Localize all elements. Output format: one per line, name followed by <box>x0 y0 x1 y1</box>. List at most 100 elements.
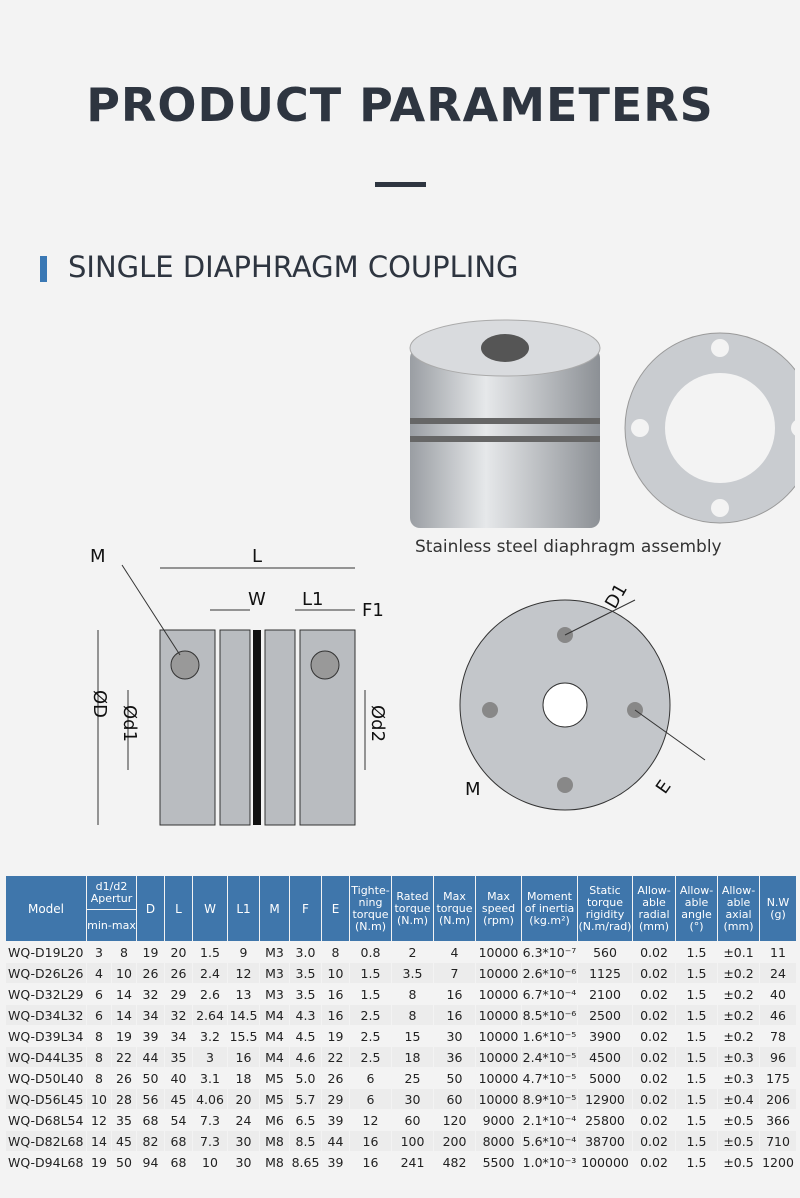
model-cell: WQ-D34L32 <box>6 1005 86 1025</box>
value-cell: 40 <box>165 1068 192 1088</box>
col-w: W <box>193 876 227 941</box>
value-cell: 1.5 <box>676 1026 717 1046</box>
model-cell: WQ-D19L20 <box>6 942 86 962</box>
value-cell: 120 <box>434 1110 475 1130</box>
label-e: E <box>652 777 676 798</box>
value-cell: 1.0*10⁻³ <box>522 1152 577 1172</box>
value-cell: 6.7*10⁻⁴ <box>522 984 577 1004</box>
value-cell: 3.5 <box>290 963 321 983</box>
value-cell: 39 <box>322 1152 349 1172</box>
value-cell: 10 <box>112 963 136 983</box>
value-cell: 482 <box>434 1152 475 1172</box>
value-cell: 24 <box>760 963 796 983</box>
model-cell: WQ-D50L40 <box>6 1068 86 1088</box>
value-cell: 14 <box>87 1131 111 1151</box>
value-cell: M5 <box>260 1068 289 1088</box>
value-cell: 4.6 <box>290 1047 321 1067</box>
value-cell: 29 <box>322 1089 349 1109</box>
side-view-diagram: M L W L1 F1 ØD Ød1 Ød2 <box>89 546 388 826</box>
value-cell: 6.5 <box>290 1110 321 1130</box>
value-cell: 1200 <box>760 1152 796 1172</box>
value-cell: ±0.4 <box>718 1089 759 1109</box>
value-cell: 5.7 <box>290 1089 321 1109</box>
model-cell: WQ-D44L35 <box>6 1047 86 1067</box>
value-cell: 46 <box>760 1005 796 1025</box>
value-cell: 0.02 <box>633 1110 675 1130</box>
value-cell: 1.5 <box>676 1110 717 1130</box>
value-cell: ±0.2 <box>718 1026 759 1046</box>
value-cell: 44 <box>137 1047 164 1067</box>
value-cell: 12900 <box>578 1089 632 1109</box>
value-cell: 45 <box>165 1089 192 1109</box>
value-cell: 24 <box>228 1110 259 1130</box>
label-w: W <box>248 589 266 610</box>
value-cell: 36 <box>434 1047 475 1067</box>
value-cell: 10000 <box>476 1047 521 1067</box>
col-minmax: min-max <box>87 910 136 941</box>
value-cell: 1.5 <box>193 942 227 962</box>
value-cell: 68 <box>165 1131 192 1151</box>
value-cell: 16 <box>434 984 475 1004</box>
value-cell: 100 <box>392 1131 433 1151</box>
value-cell: 7.3 <box>193 1110 227 1130</box>
value-cell: 2 <box>392 942 433 962</box>
value-cell: 0.8 <box>350 942 391 962</box>
value-cell: 6 <box>87 984 111 1004</box>
value-cell: 8.5 <box>290 1131 321 1151</box>
value-cell: ±0.5 <box>718 1110 759 1130</box>
value-cell: 4.06 <box>193 1089 227 1109</box>
value-cell: 82 <box>137 1131 164 1151</box>
value-cell: 26 <box>137 963 164 983</box>
photo-caption: Stainless steel diaphragm assembly <box>415 537 722 557</box>
value-cell: 35 <box>112 1110 136 1130</box>
value-cell: 1.5 <box>676 963 717 983</box>
value-cell: 3 <box>193 1047 227 1067</box>
value-cell: 2100 <box>578 984 632 1004</box>
col-l1: L1 <box>228 876 259 941</box>
value-cell: 4 <box>87 963 111 983</box>
value-cell: M8 <box>260 1152 289 1172</box>
value-cell: 22 <box>112 1047 136 1067</box>
value-cell: 1.5 <box>676 1152 717 1172</box>
value-cell: ±0.1 <box>718 942 759 962</box>
col-angle: Allow-able angle (°) <box>676 876 717 941</box>
value-cell: 3.1 <box>193 1068 227 1088</box>
value-cell: 3.2 <box>193 1026 227 1046</box>
value-cell: 241 <box>392 1152 433 1172</box>
value-cell: 19 <box>137 942 164 962</box>
model-cell: WQ-D82L68 <box>6 1131 86 1151</box>
label-od1: Ød1 <box>119 705 140 742</box>
value-cell: 10000 <box>476 1068 521 1088</box>
col-rated: Rated torque (N.m) <box>392 876 433 941</box>
col-radial: Allow-able radial (mm) <box>633 876 675 941</box>
value-cell: 14 <box>112 1005 136 1025</box>
value-cell: M4 <box>260 1047 289 1067</box>
value-cell: 4.3 <box>290 1005 321 1025</box>
value-cell: 68 <box>137 1110 164 1130</box>
value-cell: M3 <box>260 942 289 962</box>
value-cell: 3.5 <box>392 963 433 983</box>
value-cell: 7.3 <box>193 1131 227 1151</box>
value-cell: 0.02 <box>633 1005 675 1025</box>
value-cell: 0.02 <box>633 1047 675 1067</box>
value-cell: 50 <box>137 1068 164 1088</box>
label-od: ØD <box>89 690 110 718</box>
value-cell: 175 <box>760 1068 796 1088</box>
front-view-diagram: D1 M E <box>459 580 706 811</box>
coupling-photo <box>409 319 795 528</box>
value-cell: 45 <box>112 1131 136 1151</box>
value-cell: 4.7*10⁻⁵ <box>522 1068 577 1088</box>
value-cell: 6 <box>87 1005 111 1025</box>
col-max-torque: Max torque (N.m) <box>434 876 475 941</box>
value-cell: 19 <box>112 1026 136 1046</box>
value-cell: 96 <box>760 1047 796 1067</box>
value-cell: 366 <box>760 1110 796 1130</box>
col-f: F <box>290 876 321 941</box>
value-cell: 10000 <box>476 1026 521 1046</box>
value-cell: 10 <box>87 1089 111 1109</box>
